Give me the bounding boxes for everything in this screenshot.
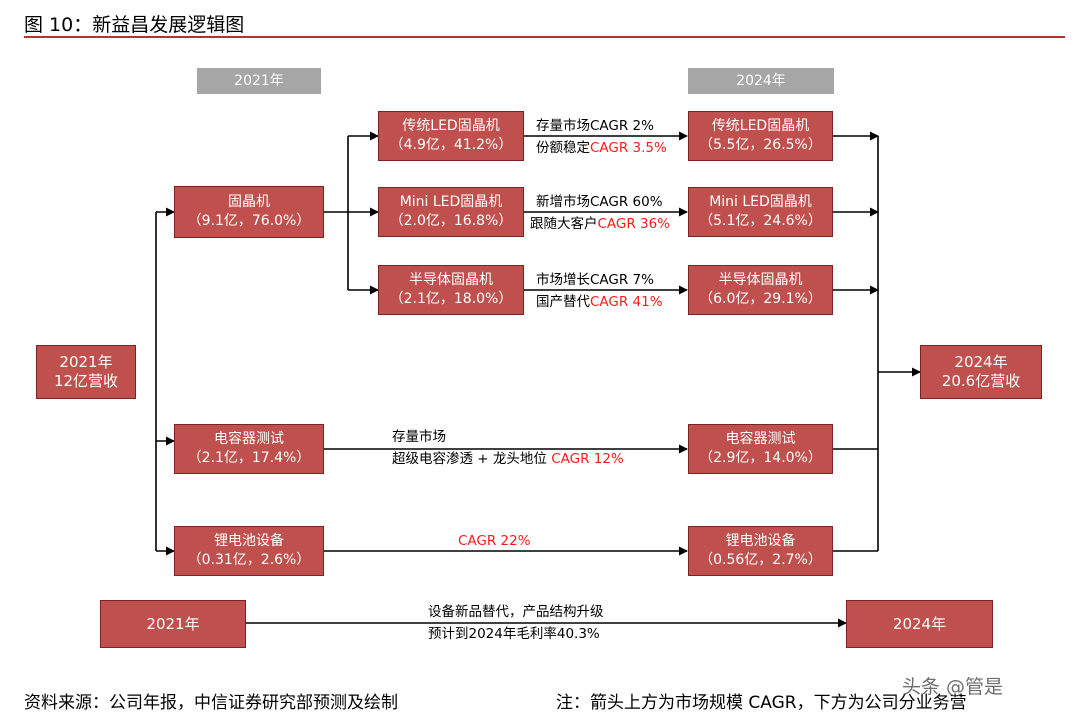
note-text: 超级电容渗透 + 龙头地位 xyxy=(392,451,552,467)
box-2021-revenue: 2021年 12亿营收 xyxy=(36,345,136,399)
box-name: Mini LED固晶机 xyxy=(399,194,503,210)
note-mini-above: 新增市场CAGR 60% xyxy=(536,194,663,210)
note-text: 跟随大客户 xyxy=(530,216,598,232)
note-capacitor-below: 超级电容渗透 + 龙头地位 CAGR 12% xyxy=(392,450,624,469)
note-traditional-above: 存量市场CAGR 2% xyxy=(536,118,654,134)
note-text: 份额稳定 xyxy=(536,140,590,156)
box-traditional-led-2024: 传统LED固晶机 （5.5亿，26.5%） xyxy=(688,111,833,161)
box-gujing-2021: 固晶机 （9.1亿，76.0%） xyxy=(174,186,324,238)
figure-title: 图 10：新益昌发展逻辑图 xyxy=(24,14,245,36)
note-mini-below: 跟随大客户CAGR 36% xyxy=(530,215,670,234)
box-name: 半导体固晶机 xyxy=(409,272,493,288)
box-name: 锂电池设备 xyxy=(214,533,284,549)
note-bottom-below: 预计到2024年毛利率40.3% xyxy=(428,626,600,642)
box-detail: （0.31亿，2.6%） xyxy=(187,552,311,568)
box-semiconductor-2021: 半导体固晶机 （2.1亿，18.0%） xyxy=(378,265,524,315)
source-note: 资料来源：公司年报，中信证券研究部预测及绘制 xyxy=(24,693,398,713)
footnote: 注：箭头上方为市场规模 CAGR，下方为公司分业务营 xyxy=(556,693,967,713)
note-semi-below: 国产替代CAGR 41% xyxy=(536,293,663,312)
box-name: 电容器测试 xyxy=(214,431,284,447)
note-text: 国产替代 xyxy=(536,294,590,310)
note-cagr: CAGR 36% xyxy=(597,216,671,232)
box-name: 半导体固晶机 xyxy=(718,272,803,288)
note-cagr: CAGR 12% xyxy=(551,451,624,467)
box-line: 2024年 xyxy=(892,614,947,633)
box-bottom-2021: 2021年 xyxy=(100,600,246,648)
box-detail: （2.9亿，14.0%） xyxy=(699,450,822,466)
box-battery-2021: 锂电池设备 （0.31亿，2.6%） xyxy=(174,526,324,576)
box-detail: （0.56亿，2.7%） xyxy=(699,552,822,568)
note-cagr: CAGR 41% xyxy=(590,294,663,310)
box-line: 2024年 xyxy=(954,353,1008,371)
box-name: Mini LED固晶机 xyxy=(709,194,812,210)
box-mini-led-2024: Mini LED固晶机 （5.1亿，24.6%） xyxy=(688,187,833,237)
note-semi-above: 市场增长CAGR 7% xyxy=(536,272,654,288)
box-mini-led-2021: Mini LED固晶机 （2.0亿，16.8%） xyxy=(378,187,524,237)
box-bottom-2024: 2024年 xyxy=(846,600,993,648)
box-name: 电容器测试 xyxy=(725,431,796,447)
box-detail: （5.1亿，24.6%） xyxy=(699,213,822,229)
box-line: 12亿营收 xyxy=(53,372,119,390)
watermark: 头条 @管是 xyxy=(902,676,1004,698)
box-battery-2024: 锂电池设备 （0.56亿，2.7%） xyxy=(688,526,833,576)
note-traditional-below: 份额稳定CAGR 3.5% xyxy=(536,139,667,158)
box-capacitor-2021: 电容器测试 （2.1亿，17.4%） xyxy=(174,424,324,474)
box-detail: （4.9亿，41.2%） xyxy=(389,137,513,153)
box-name: 锂电池设备 xyxy=(725,533,796,549)
note-capacitor-above: 存量市场 xyxy=(392,429,446,445)
note-battery-cagr: CAGR 22% xyxy=(458,533,531,549)
box-name: 传统LED固晶机 xyxy=(402,118,500,134)
box-line: 20.6亿营收 xyxy=(941,372,1021,390)
box-detail: （2.1亿，18.0%） xyxy=(389,291,513,307)
box-name: 传统LED固晶机 xyxy=(711,118,810,134)
box-detail: （2.1亿，17.4%） xyxy=(187,450,311,466)
box-detail: （2.0亿，16.8%） xyxy=(389,213,513,229)
box-name: 固晶机 xyxy=(228,194,270,210)
title-divider xyxy=(24,36,1065,38)
box-traditional-led-2021: 传统LED固晶机 （4.9亿，41.2%） xyxy=(378,111,524,161)
note-cagr: CAGR 3.5% xyxy=(590,140,667,156)
box-detail: （9.1亿，76.0%） xyxy=(187,213,311,229)
box-2024-revenue: 2024年 20.6亿营收 xyxy=(920,345,1042,399)
box-detail: （6.0亿，29.1%） xyxy=(699,291,822,307)
year-label-2024: 2024年 xyxy=(688,68,834,94)
note-bottom-above: 设备新品替代，产品结构升级 xyxy=(428,604,604,620)
box-line: 2021年 xyxy=(146,614,200,633)
box-semiconductor-2024: 半导体固晶机 （6.0亿，29.1%） xyxy=(688,265,833,315)
box-detail: （5.5亿，26.5%） xyxy=(699,137,822,153)
year-label-2021: 2021年 xyxy=(197,68,321,94)
box-line: 2021年 xyxy=(59,353,113,371)
box-capacitor-2024: 电容器测试 （2.9亿，14.0%） xyxy=(688,424,833,474)
